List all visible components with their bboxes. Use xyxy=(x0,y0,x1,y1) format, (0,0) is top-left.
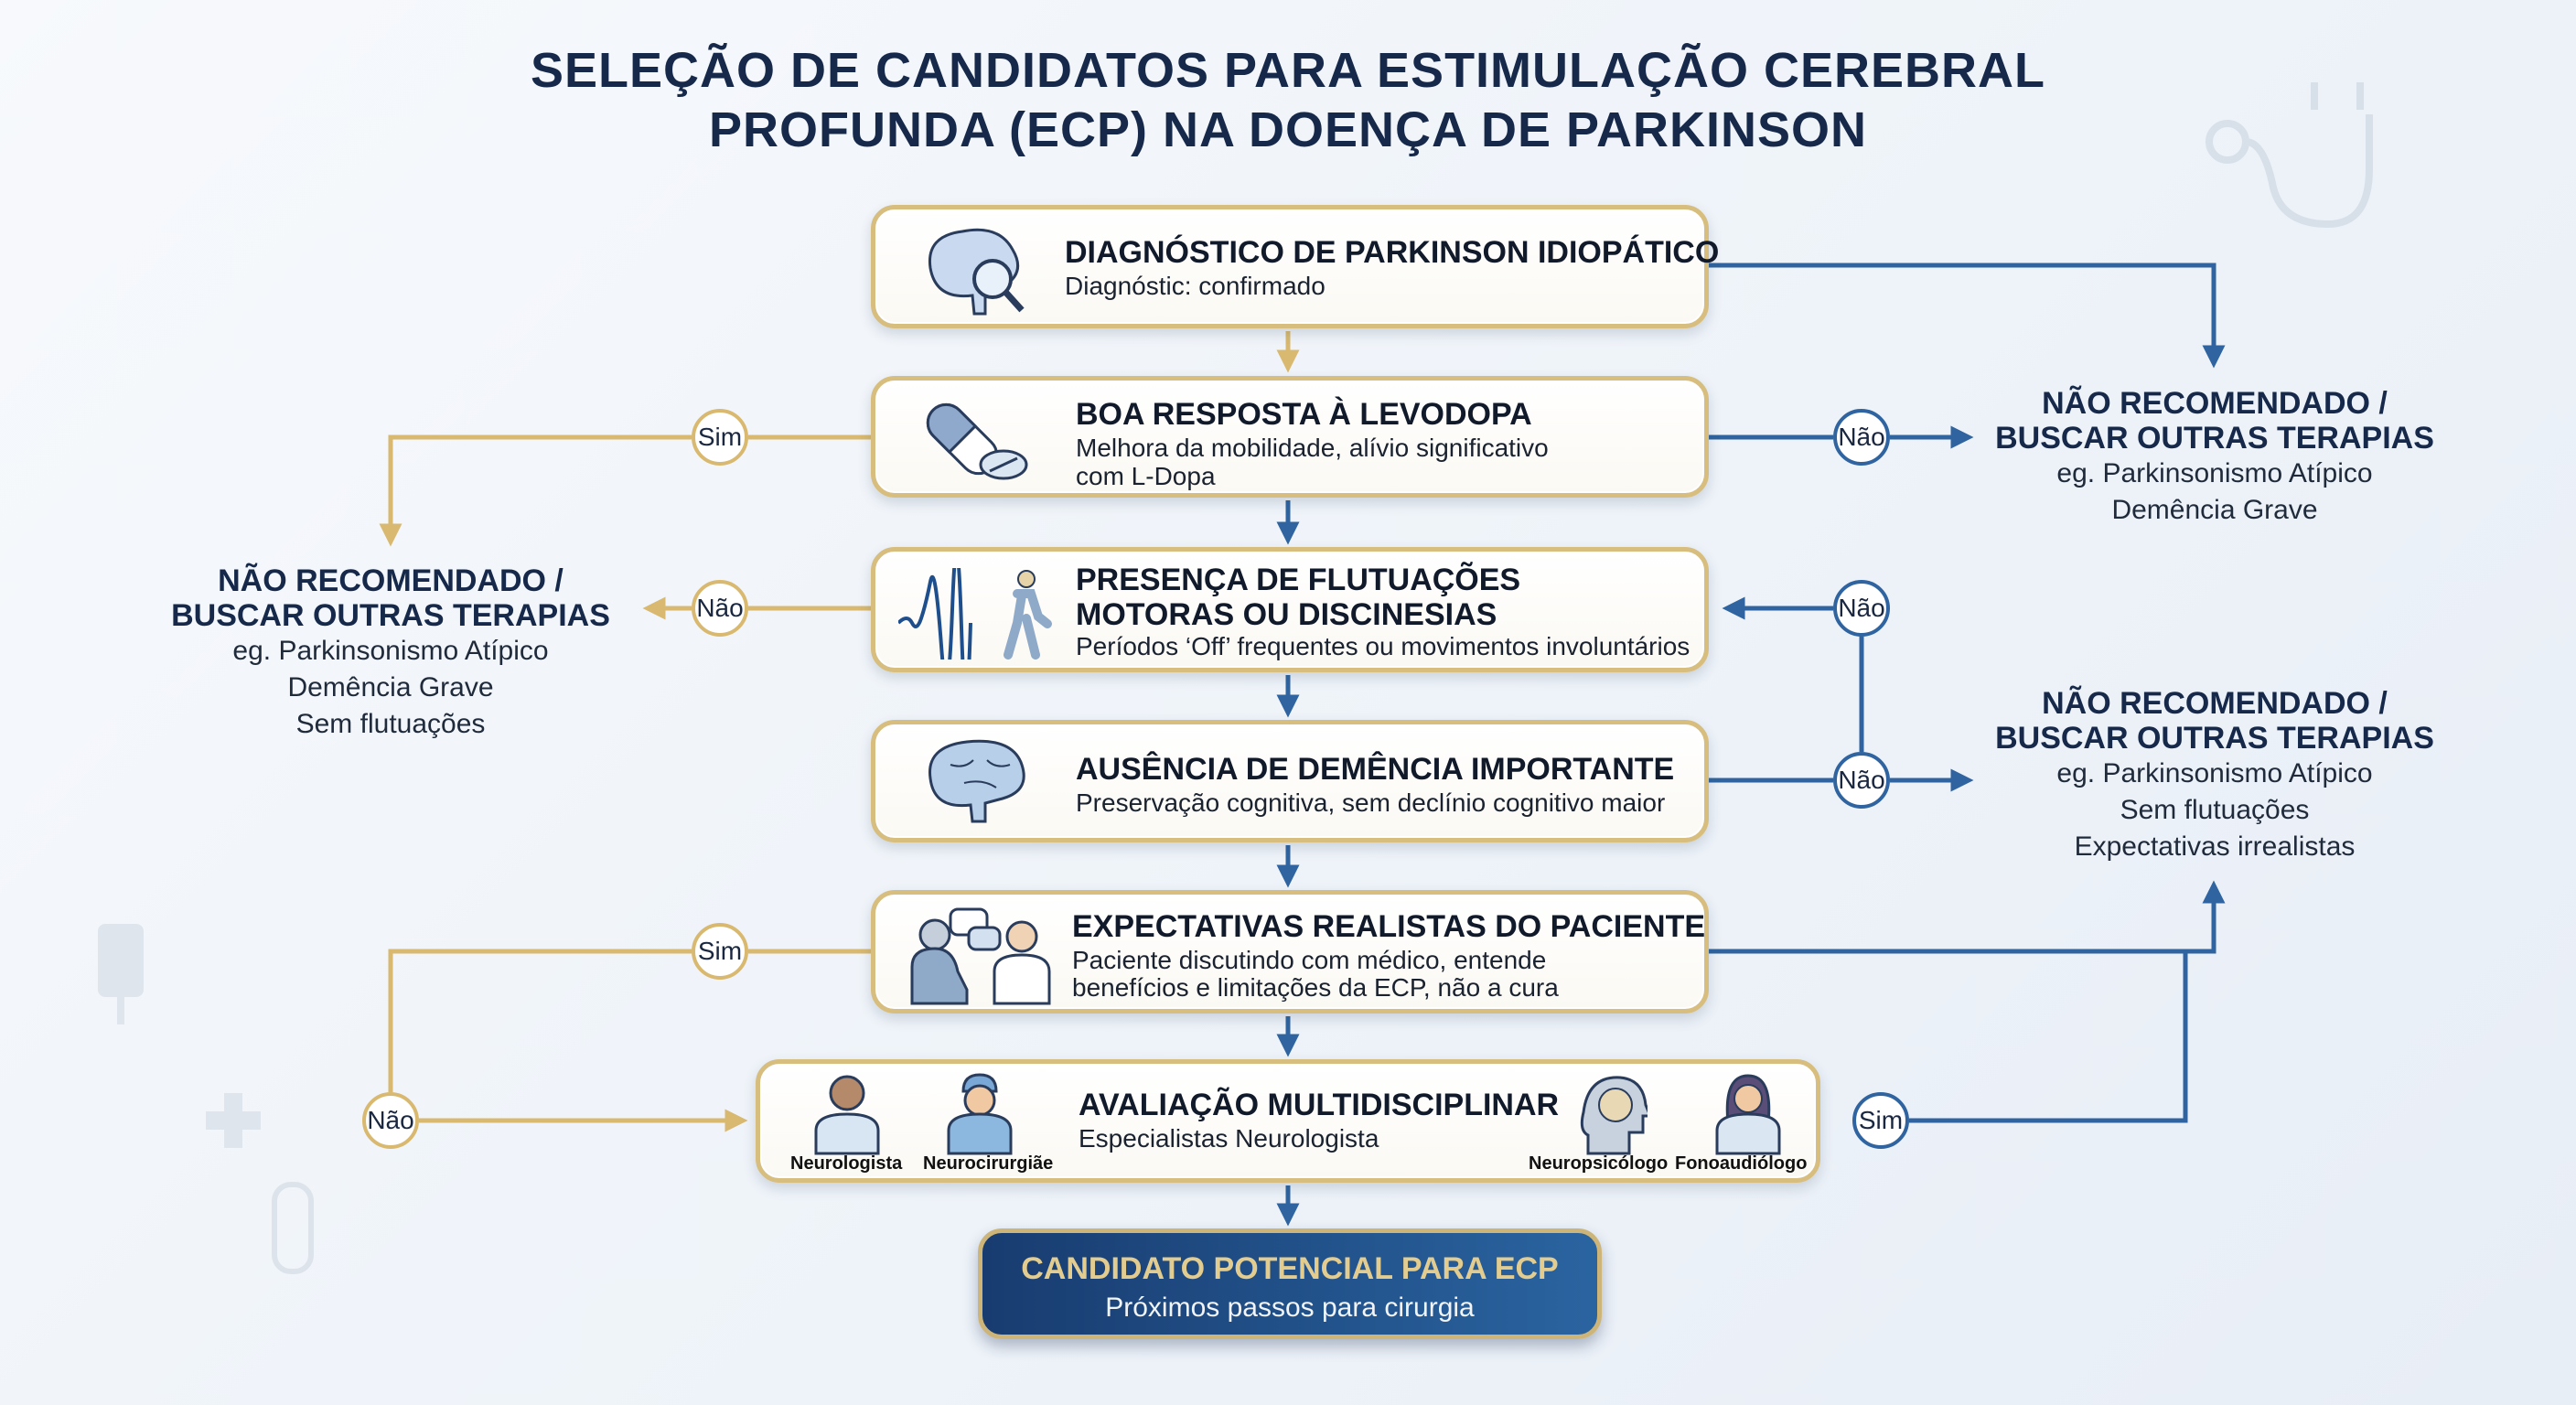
step-title: AUSÊNCIA DE DEMÊNCIA IMPORTANTE xyxy=(1076,752,1675,787)
step-title-line1: PRESENÇA DE FLUTUAÇÕES xyxy=(1076,563,1521,597)
outcome-left: NÃO RECOMENDADO / BUSCAR OUTRAS TERAPIAS… xyxy=(134,563,647,743)
pills-icon xyxy=(926,402,1028,480)
outcome-heading: NÃO RECOMENDADO / xyxy=(2042,686,2388,721)
outcome-line: Expectativas irrealistas xyxy=(2074,831,2356,862)
decision-nao-demencia: Não xyxy=(1833,752,1890,809)
step-desc: Diagnóstic: confirmado xyxy=(1065,272,1326,300)
outcome-line: Demência Grave xyxy=(2111,495,2318,525)
role-label: Neurocirurgiãe xyxy=(923,1153,1054,1174)
outcome-line: eg. Parkinsonismo Atípico xyxy=(232,636,549,666)
neurosurgeon-icon xyxy=(947,1073,1013,1155)
outcome-line: Demência Grave xyxy=(287,672,494,702)
step-title: BOA RESPOSTA À LEVODOPA xyxy=(1076,397,1532,432)
outcome-line: Sem flutuações xyxy=(2120,795,2310,825)
outcome-heading: NÃO RECOMENDADO / xyxy=(2042,386,2388,421)
outcome-line: eg. Parkinsonismo Atípico xyxy=(2056,758,2373,788)
outcome-right-bottom: NÃO RECOMENDADO / BUSCAR OUTRAS TERAPIAS… xyxy=(1959,686,2471,865)
step-demencia[interactable]: AUSÊNCIA DE DEMÊNCIA IMPORTANTE Preserva… xyxy=(871,720,1709,842)
step-desc-line1: Paciente discutindo com médico, entende xyxy=(1072,946,1547,974)
decision-sim-avaliacao: Sim xyxy=(1852,1092,1909,1149)
decision-nao-flutuacoes: Não xyxy=(692,580,748,637)
outcome-heading: BUSCAR OUTRAS TERAPIAS xyxy=(1995,721,2434,756)
outcome-line: eg. Parkinsonismo Atípico xyxy=(2056,458,2373,488)
step-desc: Períodos ‘Off’ frequentes ou movimentos … xyxy=(1076,632,1690,660)
step-diagnostico[interactable]: DIAGNÓSTICO DE PARKINSON IDIOPÁTICO Diag… xyxy=(871,205,1719,328)
step-desc: Especialistas Neurologista xyxy=(1079,1124,1379,1153)
role-label: Neuropsicólogo xyxy=(1529,1153,1669,1174)
step-desc-line2: com L-Dopa xyxy=(1076,462,1216,490)
outcome-heading: NÃO RECOMENDADO / xyxy=(218,563,564,598)
outcome-heading: BUSCAR OUTRAS TERAPIAS xyxy=(171,598,610,633)
decision-nao-expectativas: Não xyxy=(362,1092,419,1149)
stethoscope-watermark-icon xyxy=(2206,82,2373,229)
outcome-right-top: NÃO RECOMENDADO / BUSCAR OUTRAS TERAPIAS… xyxy=(1959,386,2471,529)
brain-icon xyxy=(928,739,1025,823)
connector-step6-sim-right xyxy=(1909,951,2188,1123)
step-title: AVALIAÇÃO MULTIDISCIPLINAR xyxy=(1079,1088,1560,1122)
step-desc-line1: Melhora da mobilidade, alívio significat… xyxy=(1076,434,1549,462)
step-expectativas[interactable]: EXPECTATIVAS REALISTAS DO PACIENTE Pacie… xyxy=(871,890,1709,1014)
neuropsychologist-icon xyxy=(1580,1076,1648,1155)
connector-diag-to-exclusion xyxy=(1709,263,2226,369)
connector-step5-sim-left xyxy=(388,949,871,1092)
role-label: Neurologista xyxy=(790,1153,903,1174)
page-title-line1: SELEÇÃO DE CANDIDATOS PARA ESTIMULAÇÃO C… xyxy=(530,43,2046,98)
decision-sim-levodopa: Sim xyxy=(692,409,748,466)
step-desc: Preservação cognitiva, sem declínio cogn… xyxy=(1076,788,1666,817)
role-label: Fonoaudiólogo xyxy=(1675,1153,1808,1174)
step-flutuacoes[interactable]: PRESENÇA DE FLUTUAÇÕES MOTORAS OU DISCIN… xyxy=(871,547,1709,672)
step-avaliacao-multidisciplinar[interactable]: Neurologista Neurocirurgiãe Neuropsicólo… xyxy=(756,1059,1820,1183)
step-title: EXPECTATIVAS REALISTAS DO PACIENTE xyxy=(1072,909,1706,944)
decision-sim-expectativas: Sim xyxy=(692,923,748,980)
final-title: CANDIDATO POTENCIAL PARA ECP xyxy=(1021,1251,1559,1286)
plus-watermark-icon xyxy=(206,1093,261,1148)
wave-walking-person-icon xyxy=(898,568,1052,660)
speech-therapist-icon xyxy=(1715,1074,1781,1155)
step-levodopa[interactable]: BOA RESPOSTA À LEVODOPA Melhora da mobil… xyxy=(871,376,1709,498)
iv-bag-watermark-icon xyxy=(98,924,144,1024)
brain-magnifier-icon xyxy=(928,228,1025,316)
final-subtitle: Próximos passos para cirurgia xyxy=(1105,1292,1475,1323)
final-candidate-box[interactable]: CANDIDATO POTENCIAL PARA ECP Próximos pa… xyxy=(978,1228,1602,1339)
step-title: DIAGNÓSTICO DE PARKINSON IDIOPÁTICO xyxy=(1065,235,1720,270)
outcome-heading: BUSCAR OUTRAS TERAPIAS xyxy=(1995,421,2434,456)
decision-nao-right-flutuacoes: Não xyxy=(1833,580,1890,637)
neurologist-icon xyxy=(814,1075,880,1155)
test-tube-watermark-icon xyxy=(272,1182,314,1274)
outcome-line: Sem flutuações xyxy=(295,709,486,739)
connector-step2-sim-left xyxy=(391,434,871,535)
step-title-line2: MOTORAS OU DISCINESIAS xyxy=(1076,597,1497,632)
patient-doctor-icon xyxy=(910,907,1051,1005)
page-title-line2: PROFUNDA (ECP) NA DOENÇA DE PARKINSON xyxy=(708,102,1868,157)
decision-nao-levodopa: Não xyxy=(1833,409,1890,466)
connector-step5-right xyxy=(1709,880,2226,954)
step-desc-line2: benefícios e limitações da ECP, não a cu… xyxy=(1072,973,1559,1002)
